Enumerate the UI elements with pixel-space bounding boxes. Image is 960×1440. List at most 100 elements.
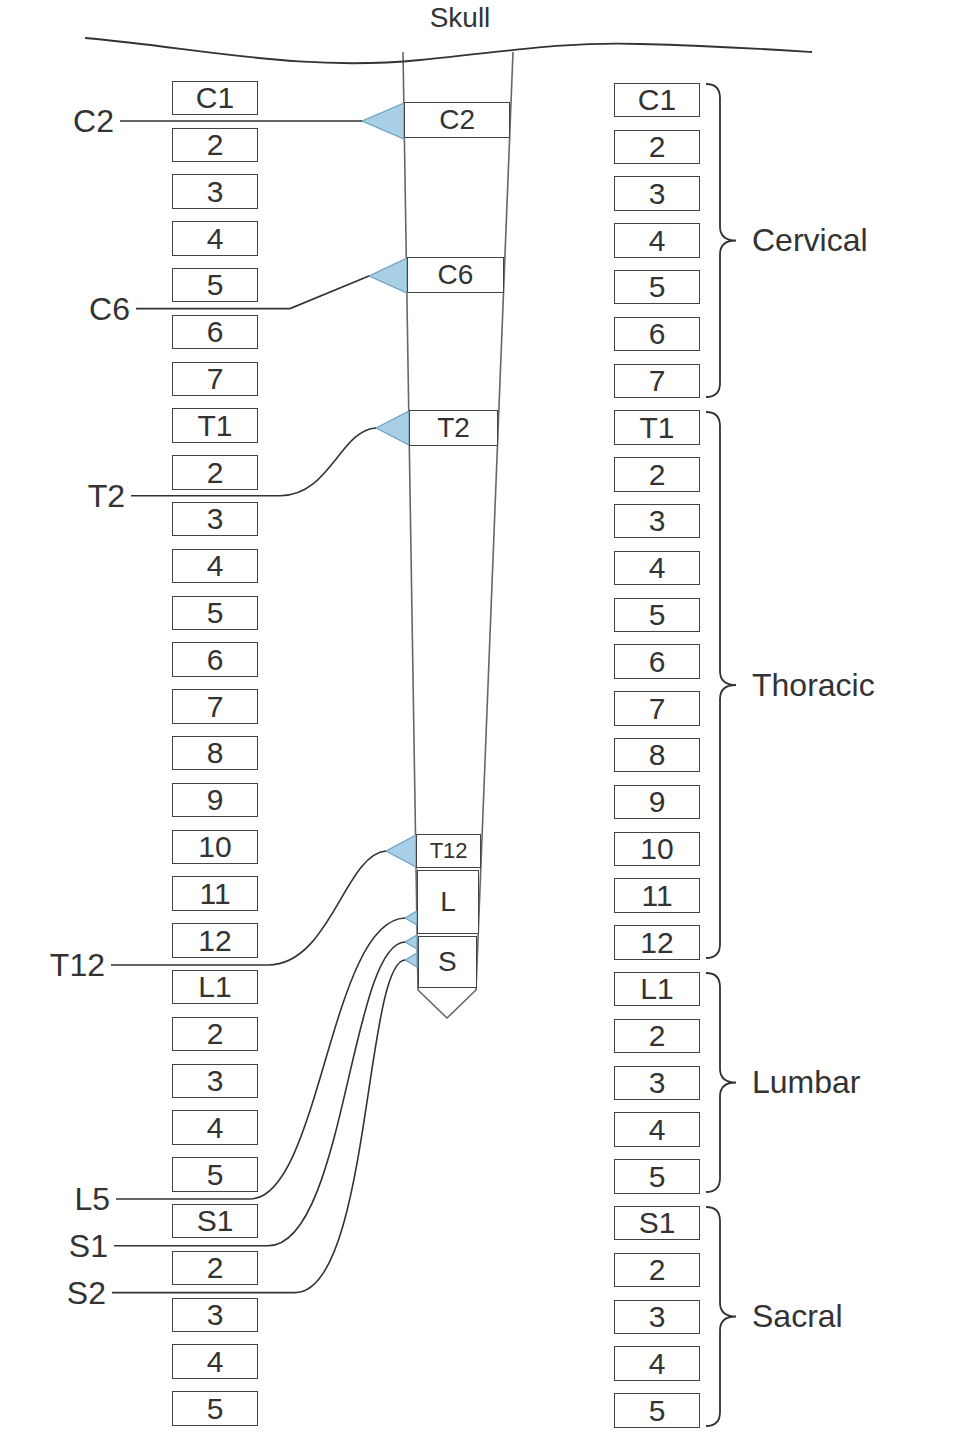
segment-label: T12 [430,839,468,862]
leader-line [116,918,405,1199]
segment-label: T2 [437,413,470,442]
segment-label: 2 [649,459,666,491]
segment-label: 5 [649,271,666,303]
segment-label: 5 [649,599,666,631]
vertebra-box: 3 [614,504,700,539]
vertebra-box: 5 [614,270,700,305]
segment-label: 2 [649,131,666,163]
segment-label: C2 [439,105,475,134]
cord-segment-box: S [418,936,478,988]
nerve-root [386,835,416,867]
vertebra-box: 2 [172,455,258,490]
vertebra-box: L1 [614,972,700,1007]
vertebra-box: 7 [614,691,700,726]
vertebra-box: 5 [614,1393,700,1428]
vertebra-box: 2 [172,1017,258,1052]
segment-label: L [440,887,456,916]
nerve-root [405,953,417,967]
segment-label: 7 [649,693,666,725]
segment-label: S [438,947,457,976]
segment-label: 8 [207,737,224,769]
segment-label: 4 [207,223,224,255]
vertebra-box: 3 [614,1066,700,1101]
segment-label: 7 [207,363,224,395]
segment-label: 11 [641,880,672,912]
vertebra-box: 6 [172,315,258,350]
segment-label: L1 [640,973,673,1005]
region-brace [706,1207,736,1426]
segment-label: 2 [207,1018,224,1050]
segment-label: 4 [649,1348,666,1380]
vertebra-box: 3 [172,174,258,209]
cord-segment-box: T12 [416,834,482,868]
segment-label: S1 [639,1207,676,1239]
segment-label: 12 [198,925,231,957]
nerve-label: T2 [88,478,125,515]
structure-label: Skull [430,2,491,34]
vertebra-box: 4 [614,223,700,258]
segment-label: 2 [207,457,224,489]
vertebra-box: 6 [614,317,700,352]
segment-label: L1 [198,971,231,1003]
vertebra-box: 2 [614,1253,700,1288]
vertebra-box: 11 [614,878,700,913]
vertebra-box: 2 [614,1019,700,1054]
vertebra-box: 7 [172,689,258,724]
vertebra-box: 6 [614,644,700,679]
segment-label: 11 [199,878,230,910]
vertebra-box: 2 [172,128,258,163]
segment-label: 4 [207,550,224,582]
nerve-label: T12 [50,947,105,984]
vertebra-box: 7 [614,364,700,399]
segment-label: 5 [207,597,224,629]
region-brace [706,412,736,958]
vertebra-box: L1 [172,970,258,1005]
vertebra-box: 4 [614,1112,700,1147]
cord-segment-box: T2 [409,410,498,446]
vertebra-box: 6 [172,642,258,677]
segment-label: 10 [640,833,673,865]
nerve-label: C2 [73,103,114,140]
leader-line [111,851,386,965]
leader-line [114,942,405,1246]
vertebra-box: 5 [172,1391,258,1426]
vertebra-box: S1 [614,1206,700,1241]
segment-label: 3 [649,178,666,210]
vertebra-box: T1 [172,408,258,443]
segment-label: 4 [207,1112,224,1144]
segment-label: 5 [649,1161,666,1193]
vertebra-box: 12 [172,923,258,958]
segment-label: 6 [207,316,224,348]
nerve-root [362,103,404,139]
nerve-root [369,258,407,293]
vertebra-box: T1 [614,410,700,445]
segment-label: 2 [649,1020,666,1052]
vertebra-box: 2 [172,1251,258,1286]
vertebra-box: C1 [614,83,700,118]
vertebra-box: 10 [172,830,258,865]
segment-label: 3 [649,505,666,537]
segment-label: 9 [207,784,224,816]
segment-label: 5 [207,269,224,301]
segment-label: 6 [207,644,224,676]
nerve-label: C6 [89,291,130,328]
vertebra-box: 11 [172,876,258,911]
nerve-root [405,935,417,949]
region-label: Sacral [752,1298,843,1335]
vertebra-box: 3 [172,1298,258,1333]
spinal-cord [403,52,513,1018]
nerve-root [405,911,417,925]
segment-label: 3 [207,176,224,208]
segment-label: 5 [207,1393,224,1425]
segment-label: C1 [638,84,676,116]
leader-line [120,120,362,122]
vertebra-box: 4 [172,1110,258,1145]
vertebra-box: 10 [614,832,700,867]
segment-label: 10 [198,831,231,863]
vertebra-box: 3 [614,176,700,211]
nerve-root [376,411,409,445]
segment-label: C1 [196,82,234,114]
segment-label: 4 [649,225,666,257]
